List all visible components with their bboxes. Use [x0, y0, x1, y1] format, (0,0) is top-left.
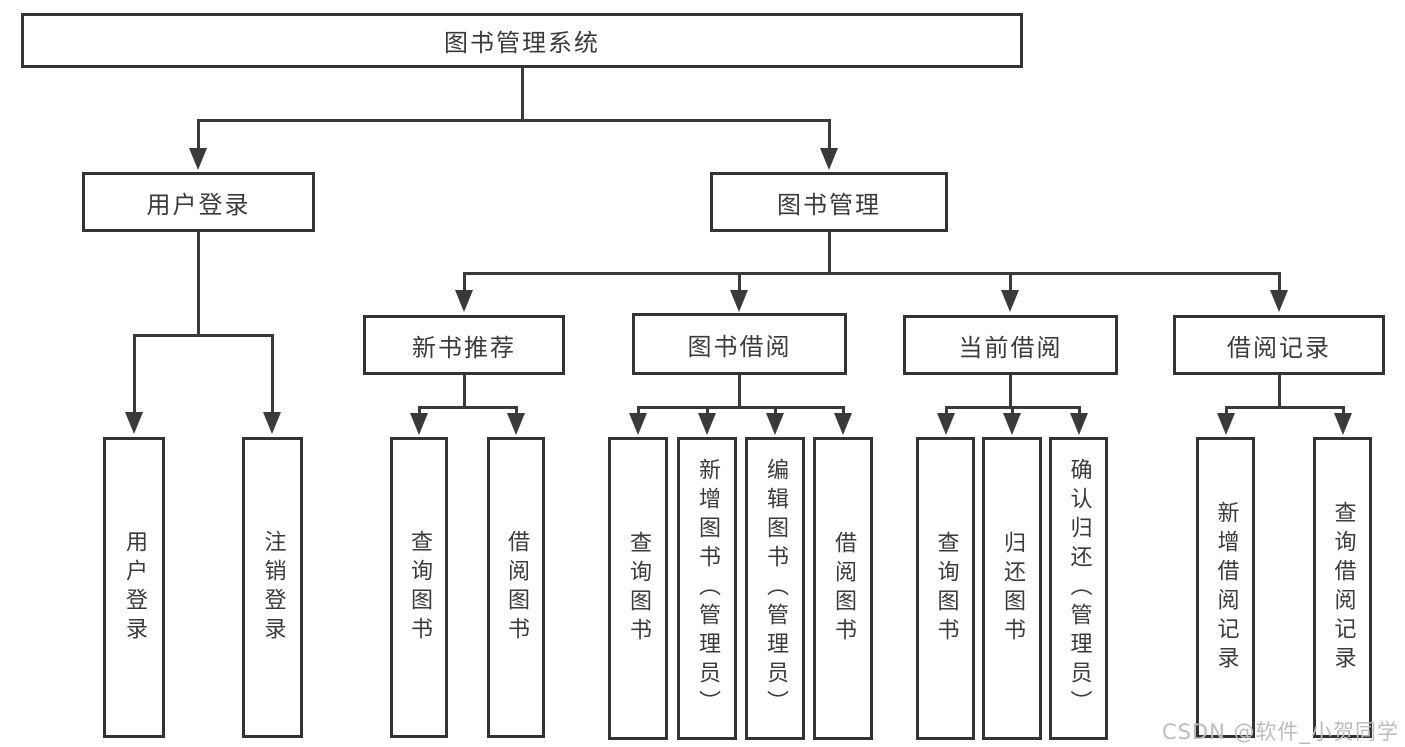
leaf-add-book-admin: 新增图书（管理员）: [677, 437, 737, 740]
edge-line-vertical: [1010, 407, 1014, 414]
edge-line-vertical: [417, 407, 421, 414]
edge-line-vertical: [841, 407, 845, 414]
edge-line-vertical: [737, 273, 741, 291]
node-user-login-branch: 用户登录: [82, 172, 315, 232]
leaf-logout: 注销登录: [242, 437, 303, 738]
edge-line-vertical: [1277, 375, 1281, 409]
edge-line-vertical: [1341, 407, 1345, 414]
node-book-management-branch: 图书管理: [710, 172, 948, 232]
edge-line-vertical: [196, 120, 200, 149]
leaf-query-book-3: 查询图书: [916, 437, 975, 740]
arrowhead-down-icon: [125, 412, 143, 434]
arrowhead-down-icon: [629, 413, 647, 435]
edge-line-vertical: [944, 407, 948, 414]
edge-line-vertical: [1077, 407, 1081, 414]
edge-line-vertical: [132, 335, 136, 413]
edge-line-horizontal: [417, 405, 518, 409]
arrowhead-down-icon: [766, 413, 784, 435]
node-root-library-system: 图书管理系统: [21, 13, 1023, 68]
edge-line-vertical: [1008, 375, 1012, 409]
edge-line-vertical: [636, 407, 640, 414]
edge-line-vertical: [270, 335, 274, 413]
edge-line-vertical: [462, 273, 466, 291]
leaf-query-book-1: 查询图书: [390, 437, 448, 738]
edge-line-vertical: [514, 407, 518, 414]
arrowhead-down-icon: [189, 148, 207, 170]
edge-line-horizontal: [196, 118, 831, 122]
leaf-add-borrow-record: 新增借阅记录: [1196, 437, 1255, 738]
arrowhead-down-icon: [1334, 413, 1352, 435]
edge-line-vertical: [462, 375, 466, 409]
arrowhead-down-icon: [730, 290, 748, 312]
edge-line-vertical: [196, 232, 200, 337]
edge-line-vertical: [827, 232, 831, 275]
edge-line-vertical: [773, 407, 777, 414]
arrowhead-down-icon: [263, 412, 281, 434]
arrowhead-down-icon: [1217, 413, 1235, 435]
arrowhead-down-icon: [820, 148, 838, 170]
watermark: CSDN @软件_小贺同学: [1161, 720, 1399, 744]
arrowhead-down-icon: [455, 290, 473, 312]
leaf-borrow-book-2: 借阅图书: [813, 437, 873, 740]
edge-line-horizontal: [132, 333, 274, 337]
arrowhead-down-icon: [1270, 290, 1288, 312]
leaf-user-login: 用户登录: [103, 437, 165, 738]
leaf-edit-book-admin: 编辑图书（管理员）: [745, 437, 805, 740]
leaf-query-borrow-record: 查询借阅记录: [1313, 437, 1372, 738]
leaf-borrow-book-1: 借阅图书: [487, 437, 545, 738]
edge-line-vertical: [520, 68, 524, 122]
edge-line-horizontal: [636, 405, 845, 409]
node-current-borrow: 当前借阅: [903, 315, 1118, 375]
edge-line-vertical: [827, 120, 831, 149]
edge-line-vertical: [1224, 407, 1228, 414]
arrowhead-down-icon: [1070, 413, 1088, 435]
node-book-borrow: 图书借阅: [632, 313, 847, 375]
node-borrow-record: 借阅记录: [1173, 315, 1385, 375]
edge-line-vertical: [737, 375, 741, 409]
edge-line-vertical: [1277, 273, 1281, 291]
arrowhead-down-icon: [698, 413, 716, 435]
arrowhead-down-icon: [937, 413, 955, 435]
edge-line-vertical: [1008, 273, 1012, 291]
arrowhead-down-icon: [1003, 413, 1021, 435]
arrowhead-down-icon: [507, 413, 525, 435]
leaf-confirm-return-admin: 确认归还（管理员）: [1049, 437, 1108, 740]
arrowhead-down-icon: [410, 413, 428, 435]
leaf-query-book-2: 查询图书: [608, 437, 668, 740]
edge-line-vertical: [705, 407, 709, 414]
edge-line-horizontal: [462, 271, 1281, 275]
edge-line-horizontal: [1224, 405, 1345, 409]
leaf-return-book: 归还图书: [982, 437, 1042, 740]
arrowhead-down-icon: [834, 413, 852, 435]
node-new-book-recommend: 新书推荐: [363, 315, 565, 375]
arrowhead-down-icon: [1001, 290, 1019, 312]
